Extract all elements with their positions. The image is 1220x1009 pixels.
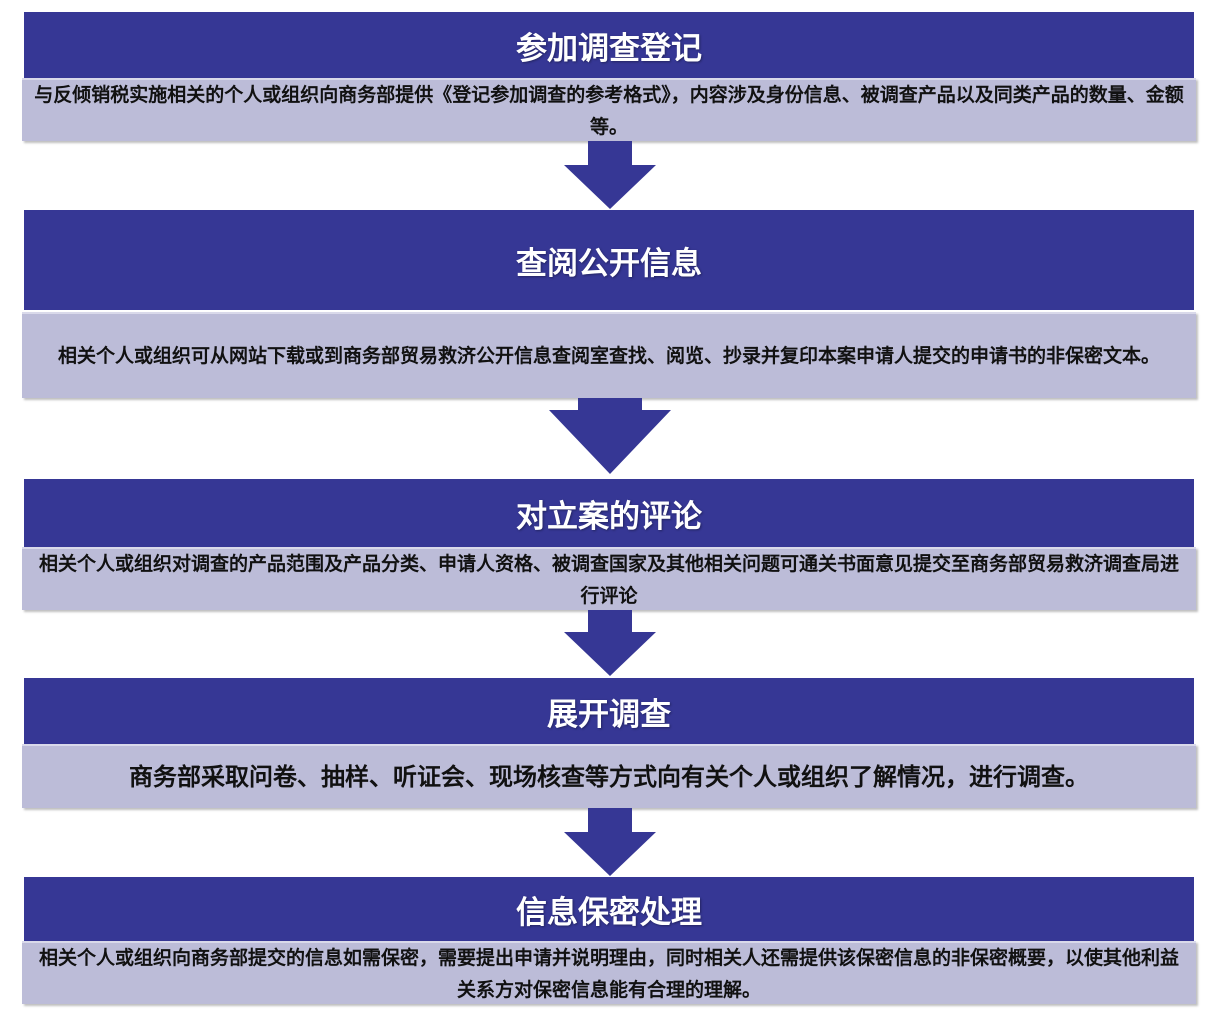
step-3-description: 相关个人或组织对调查的产品范围及产品分类、申请人资格、被调查国家及其他相关问题可… bbox=[22, 547, 1196, 610]
step-1-title: 参加调查登记 bbox=[24, 12, 1194, 78]
step-1-description: 与反倾销税实施相关的个人或组织向商务部提供《登记参加调查的参考格式》，内容涉及身… bbox=[22, 78, 1196, 141]
down-arrow-icon bbox=[564, 610, 656, 676]
down-arrow-icon bbox=[549, 398, 671, 474]
step-4-title: 展开调查 bbox=[24, 678, 1194, 744]
step-5-title: 信息保密处理 bbox=[24, 877, 1194, 941]
step-4-description: 商务部采取问卷、抽样、听证会、现场核查等方式向有关个人或组织了解情况，进行调查。 bbox=[22, 744, 1196, 808]
down-arrow-icon bbox=[564, 141, 656, 209]
step-2-description: 相关个人或组织可从网站下载或到商务部贸易救济公开信息查阅室查找、阅览、抄录并复印… bbox=[22, 312, 1196, 398]
step-3-title: 对立案的评论 bbox=[24, 479, 1194, 547]
down-arrow-icon bbox=[564, 808, 656, 876]
step-5-description: 相关个人或组织向商务部提交的信息如需保密，需要提出申请并说明理由，同时相关人还需… bbox=[22, 941, 1196, 1004]
step-2-title: 查阅公开信息 bbox=[24, 210, 1194, 310]
